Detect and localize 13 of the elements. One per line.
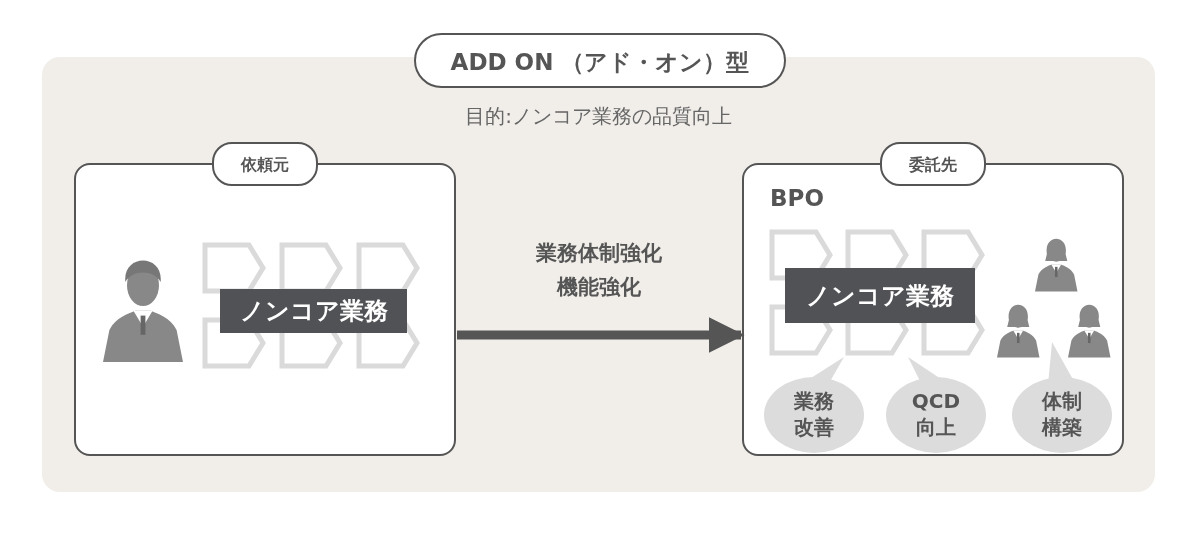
bubble-label: 業務改善 xyxy=(793,388,835,440)
tab-label: 依頼元 xyxy=(212,142,318,186)
subtitle: 目的:ノンコア業務の品質向上 xyxy=(464,103,733,130)
title-pill: ADD ON （アド・オン）型 xyxy=(414,33,786,88)
process-box xyxy=(785,268,975,323)
tab-label: 委託先 xyxy=(880,142,986,186)
process-label: ノンコア業務 xyxy=(805,280,955,311)
arrow xyxy=(457,317,745,353)
group-heading: BPO xyxy=(770,185,824,211)
process-label: ノンコア業務 xyxy=(238,296,389,326)
bubble-label: 体制構築 xyxy=(1040,388,1083,440)
process-box xyxy=(220,289,407,333)
bubble-label: QCD向上 xyxy=(911,388,961,440)
